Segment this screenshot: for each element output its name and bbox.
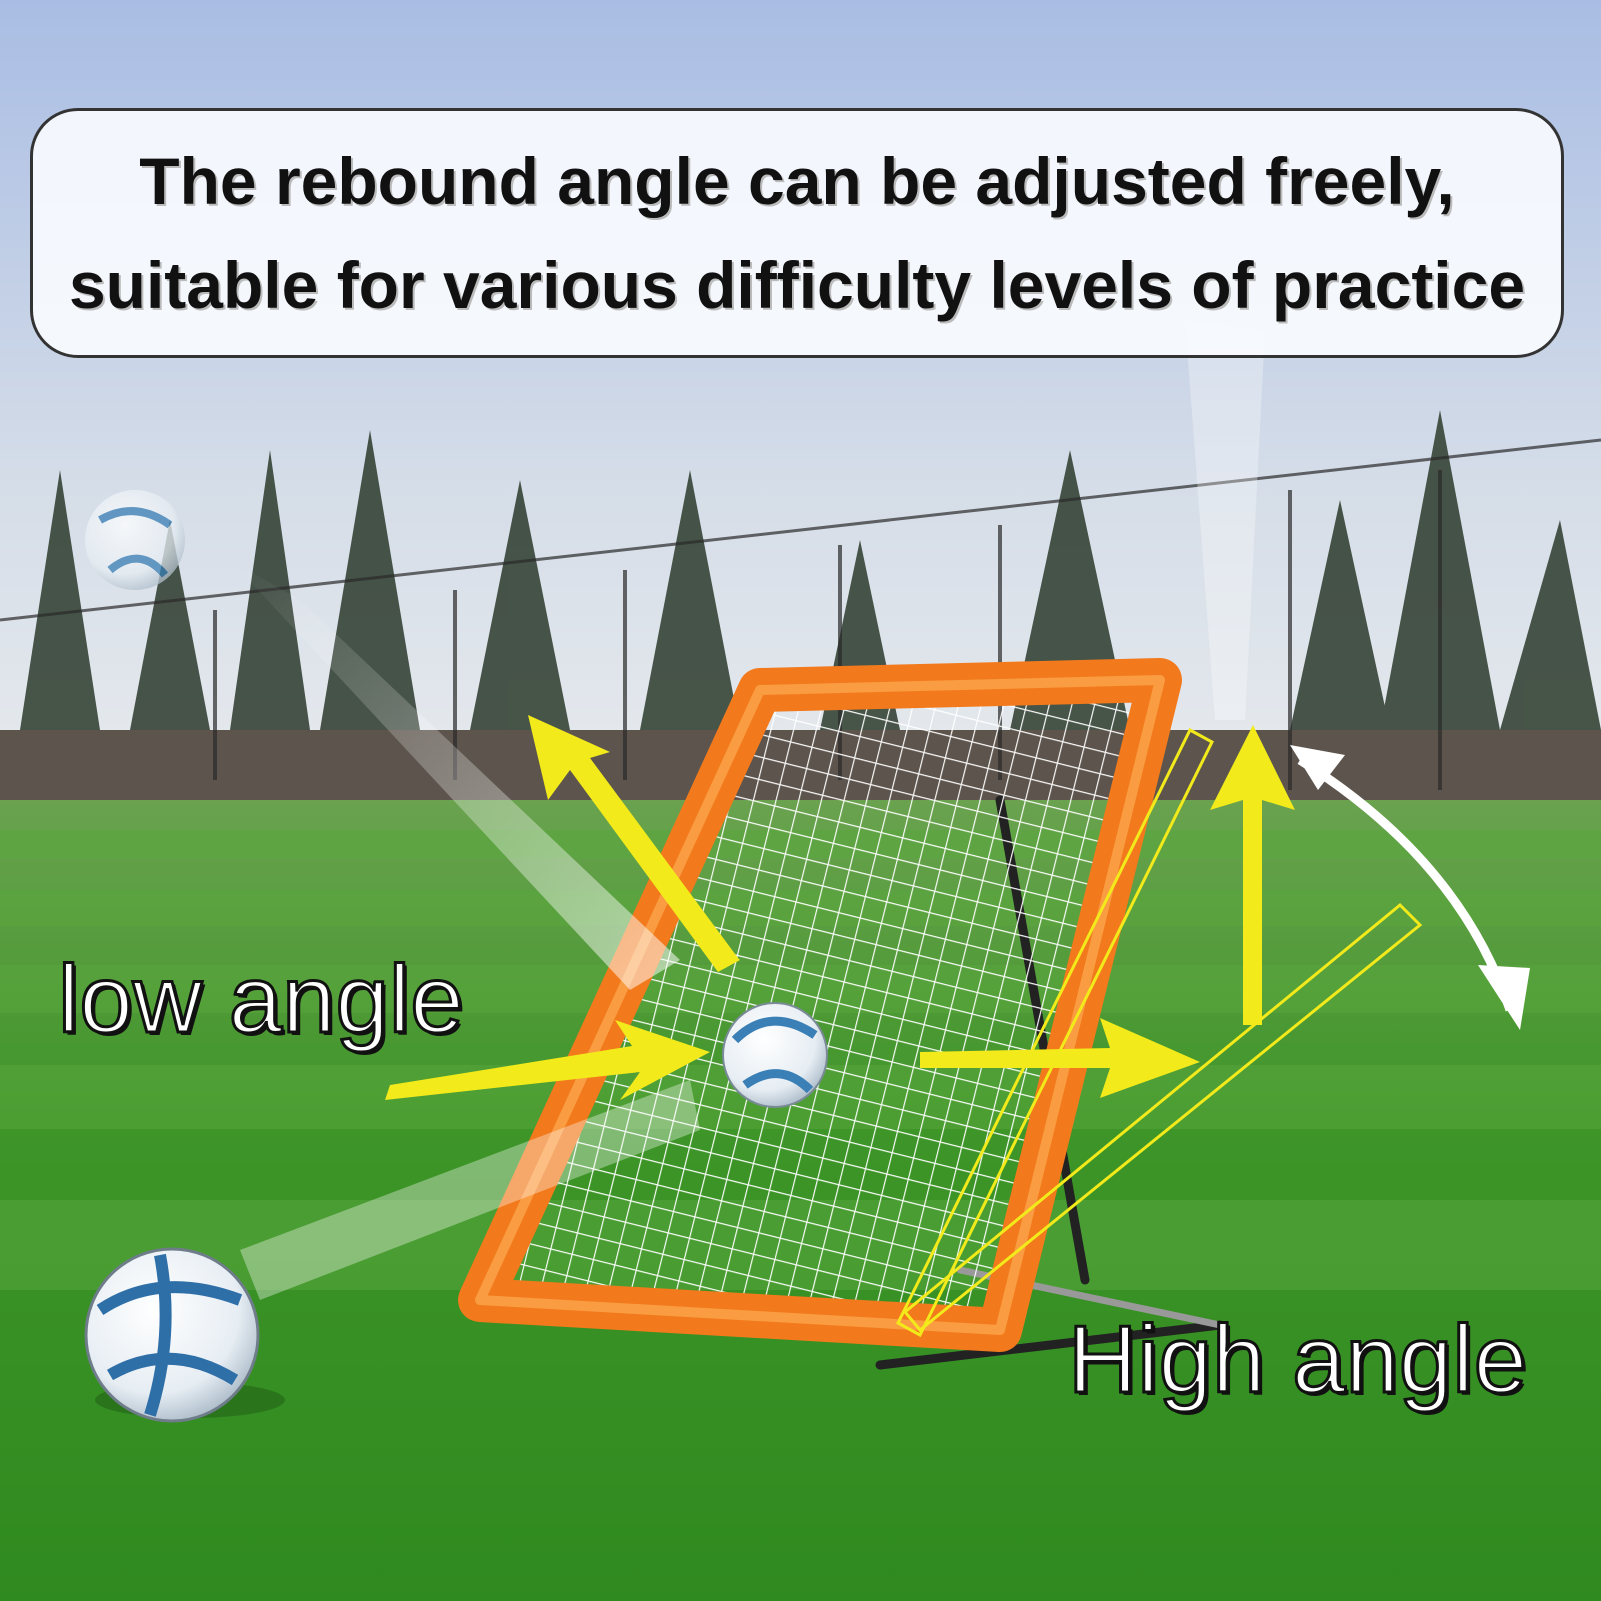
arrow-vertical (1210, 725, 1295, 1025)
arrow-incoming (385, 1020, 710, 1100)
rebound-arrows (385, 715, 1295, 1100)
caption-line-1: The rebound angle can be adjusted freely… (139, 144, 1455, 218)
arrow-up-left (528, 715, 740, 972)
arrow-outgoing (920, 1018, 1200, 1098)
soccer-ball-flying (85, 490, 185, 590)
rebound-net (480, 680, 1160, 1330)
angle-guides (896, 727, 1423, 1338)
caption-box: The rebound angle can be adjusted freely… (30, 108, 1564, 358)
rebounder (458, 658, 1182, 1352)
soccer-ball-center (722, 1002, 828, 1108)
low-angle-label: low angle (57, 945, 466, 1055)
adjust-angle-arrow (1290, 745, 1530, 1030)
soccer-ball-ground (84, 1247, 285, 1423)
high-angle-label: High angle (1067, 1305, 1529, 1415)
motion-trails (230, 320, 1265, 1300)
caption-line-2: suitable for various difficulty levels o… (68, 248, 1526, 322)
